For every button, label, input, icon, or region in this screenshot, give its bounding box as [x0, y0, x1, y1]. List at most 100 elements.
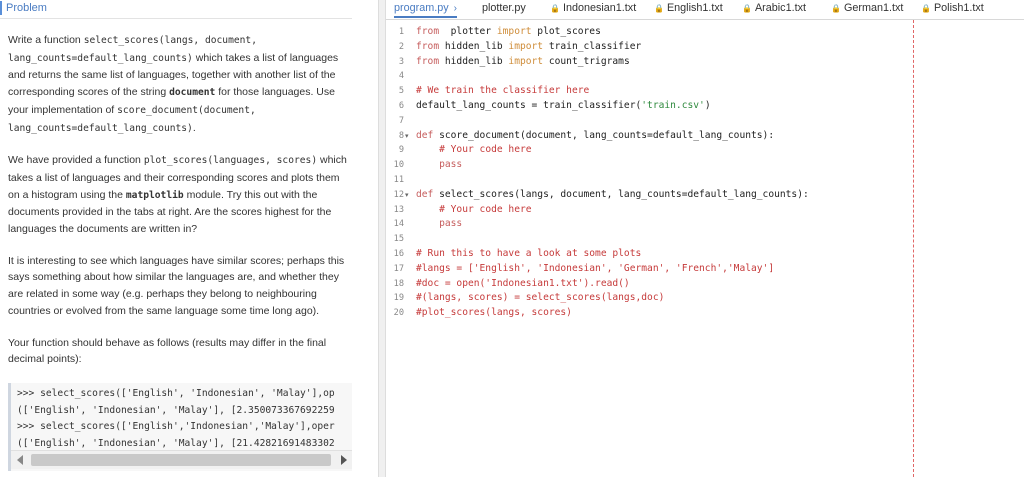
code-token: # We train the classifier here: [416, 85, 590, 97]
file-tab-label: Arabic1.txt: [754, 2, 806, 14]
code-token: from: [416, 55, 440, 67]
code-line[interactable]: #langs = ['English', 'Indonesian', 'Germ…: [416, 263, 774, 274]
code-token: count_trigrams: [543, 55, 630, 67]
p1-segment: for those languages. Use your implementa…: [8, 86, 335, 116]
code-token: # Your code here: [439, 203, 532, 215]
line-number: 3: [398, 56, 404, 67]
code-line[interactable]: # Run this to have a look at some plots: [416, 248, 641, 259]
code-token: #(langs, scores) = select_scores(langs,d…: [416, 292, 665, 304]
code-line[interactable]: #(langs, scores) = select_scores(langs,d…: [416, 292, 664, 303]
line-number: 2: [398, 41, 404, 52]
code-token: import: [508, 55, 544, 67]
code-token: plotter: [439, 26, 497, 37]
panel-splitter[interactable]: [378, 0, 386, 477]
p2-segment: module. Try this out with the documents …: [8, 188, 332, 236]
code-token: hidden_lib: [439, 55, 509, 67]
line-number: 19: [393, 293, 404, 304]
file-tab[interactable]: 🔒English1.txt: [654, 2, 723, 14]
scroll-right-icon[interactable]: [341, 455, 347, 465]
line-number: 9: [398, 145, 404, 156]
file-tab[interactable]: 🔒Arabic1.txt: [742, 2, 806, 14]
code-token: from: [416, 26, 440, 37]
file-tab-label: English1.txt: [666, 2, 723, 14]
code-line[interactable]: from hidden_lib import count_trigrams: [416, 56, 630, 67]
line-number: 7: [398, 115, 404, 126]
code-line[interactable]: #plot_scores(langs, scores): [416, 307, 572, 318]
example-code-line: (['English', 'Indonesian', 'Malay'], [2.…: [17, 404, 335, 416]
line-number: 17: [393, 263, 404, 274]
code-token: [416, 144, 439, 155]
file-tab-label: program.py: [394, 2, 449, 14]
code-token: def: [416, 188, 434, 200]
line-number: 18: [393, 278, 404, 289]
code-line[interactable]: def score_document(document, lang_counts…: [416, 130, 774, 141]
code-editor[interactable]: 1 from plotter import plot_scores 2 from hi…: [386, 22, 1024, 477]
code-token: 'train.csv': [641, 100, 705, 111]
code-line[interactable]: default_lang_counts = train_classifier('…: [416, 100, 711, 111]
line-number: 10: [393, 160, 404, 171]
file-tab[interactable]: program.py ›: [394, 2, 457, 18]
line-number: 5: [398, 86, 404, 97]
problem-paragraph-3: It is interesting to see which languages…: [8, 254, 345, 317]
code-line[interactable]: from plotter import plot_scores: [416, 26, 601, 37]
p1-segment: document: [169, 87, 216, 99]
example-code-line: >>> select_scores(['English','Indonesian…: [17, 421, 335, 432]
example-code-line: >>> select_scores(['English', 'Indonesia…: [17, 388, 335, 399]
print-margin-line: [913, 20, 914, 477]
code-line[interactable]: # Your code here: [416, 203, 532, 215]
code-token: [416, 204, 439, 215]
code-line[interactable]: #doc = open('Indonesian1.txt').read(): [416, 278, 630, 289]
code-token: select_scores(langs, document, lang_coun…: [433, 188, 809, 200]
line-number: 20: [393, 308, 404, 319]
line-number: 16: [393, 249, 404, 259]
code-token: pass: [439, 159, 463, 171]
line-number: 1: [398, 27, 404, 37]
code-line[interactable]: # Your code here: [416, 144, 531, 155]
code-line[interactable]: pass: [416, 159, 462, 170]
code-token: #plot_scores(langs, scores): [416, 307, 572, 319]
fold-toggle-icon[interactable]: ▾: [405, 191, 409, 199]
problem-tab[interactable]: Problem: [0, 0, 352, 19]
fold-toggle-icon[interactable]: ▾: [405, 132, 409, 140]
code-token: pass: [439, 218, 463, 230]
scroll-left-icon[interactable]: [17, 455, 23, 465]
p1-segment: .: [192, 121, 196, 134]
file-tab-label: Indonesian1.txt: [562, 2, 637, 14]
example-code-block: >>> select_scores(['English', 'Indonesia…: [8, 383, 352, 471]
lock-icon: 🔒: [831, 4, 841, 13]
file-tab[interactable]: 🔒Polish1.txt: [921, 2, 984, 14]
problem-paragraph-1: Write a function select_scores(langs, do…: [8, 32, 352, 137]
p2-segment: plot_scores(languages, scores): [143, 155, 318, 167]
line-number: 14: [393, 219, 404, 230]
file-tab[interactable]: 🔒Indonesian1.txt: [550, 2, 636, 14]
file-tab-label: Polish1.txt: [933, 2, 984, 14]
file-tab[interactable]: plotter.py: [482, 2, 526, 14]
problem-tab-label: Problem: [6, 2, 47, 14]
code-line[interactable]: # We train the classifier here: [416, 85, 589, 96]
p1-segment: score_document(document, lang_counts=def…: [8, 104, 256, 134]
line-number: 4: [398, 71, 404, 82]
p2-segment: We have provided a function: [8, 154, 144, 167]
code-token: score_document(document, lang_counts=def…: [433, 129, 775, 141]
code-line[interactable]: from hidden_lib import train_classifier: [416, 41, 641, 52]
file-tab-label: German1.txt: [843, 2, 904, 14]
example-code-line: (['English', 'Indonesian', 'Malay'], [21…: [17, 437, 335, 449]
code-token: train_classifier: [543, 40, 642, 52]
line-number: 8: [398, 130, 404, 141]
lock-icon: 🔒: [654, 4, 664, 13]
file-tab[interactable]: 🔒German1.txt: [831, 2, 903, 14]
lock-icon: 🔒: [921, 4, 931, 13]
problem-paragraph-4: Your function should behave as follows (…: [8, 336, 327, 366]
code-token: hidden_lib: [439, 40, 509, 52]
code-line[interactable]: def select_scores(langs, document, lang_…: [416, 189, 809, 200]
code-token: import: [496, 26, 532, 37]
code-token: default_lang_counts = train_classifier(: [416, 100, 642, 111]
scrollbar-thumb[interactable]: [31, 454, 331, 466]
line-number: 13: [393, 204, 404, 215]
horizontal-scrollbar[interactable]: [11, 450, 352, 469]
code-line[interactable]: pass: [416, 218, 462, 229]
lock-icon: 🔒: [550, 4, 560, 13]
code-token: #doc = open('Indonesian1.txt').read(): [416, 277, 630, 289]
file-tab-label: plotter.py: [482, 2, 526, 14]
chevron-right-icon: ›: [453, 3, 457, 14]
